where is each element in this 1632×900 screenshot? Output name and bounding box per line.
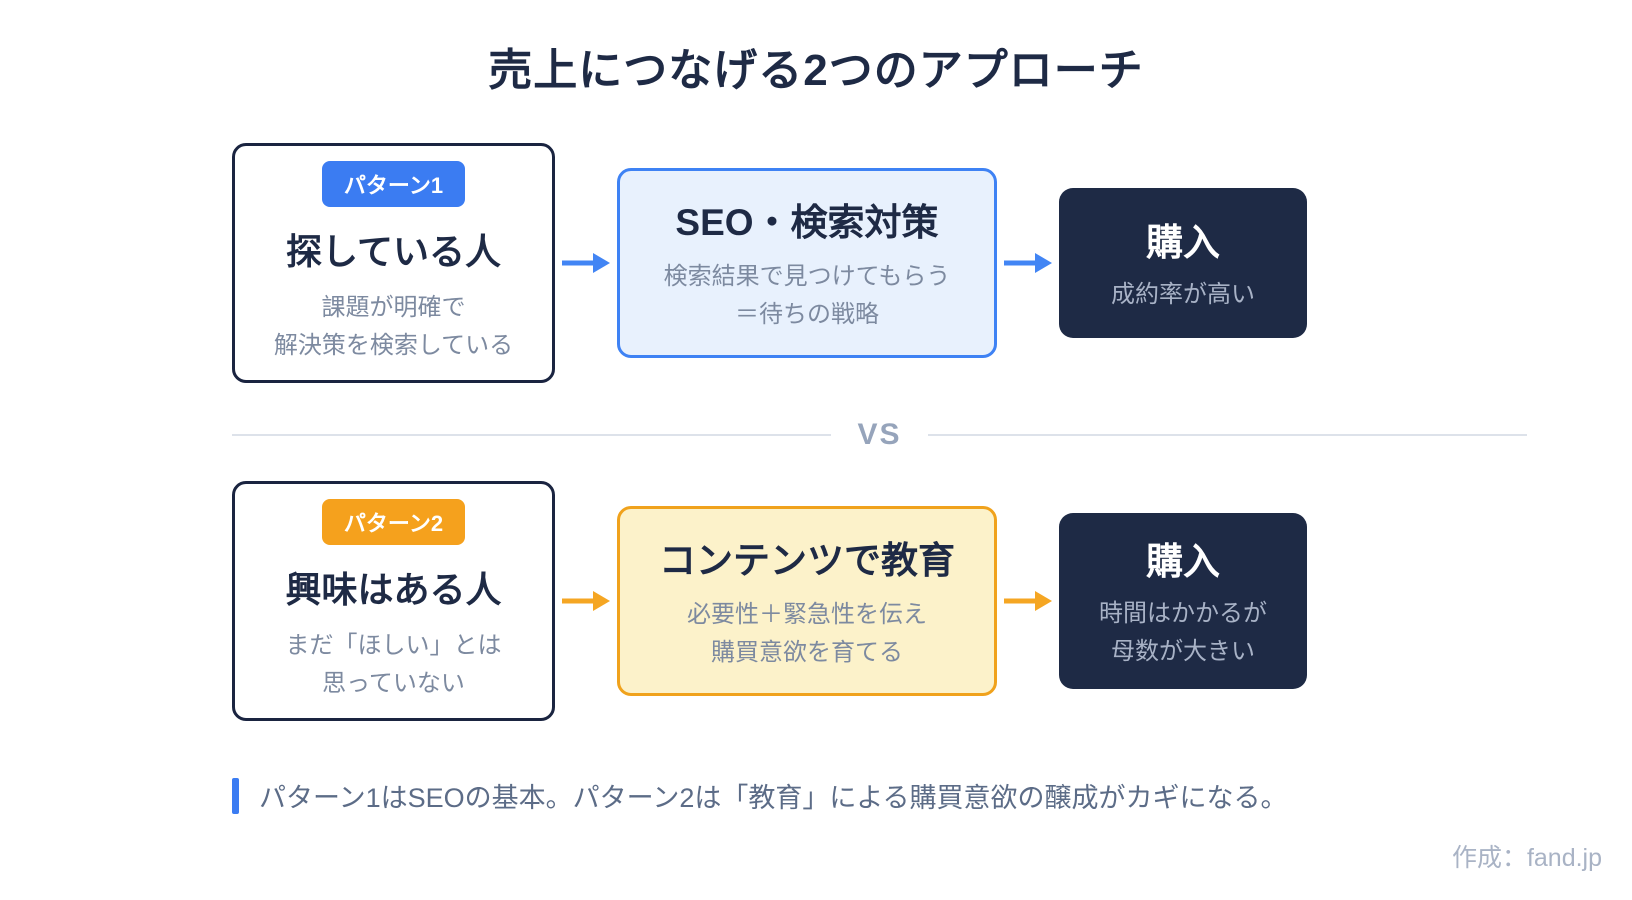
result-card-pattern1: 購入 成約率が高い: [1059, 188, 1307, 338]
pattern1-badge: パターン1: [321, 161, 466, 208]
result-subtitle-line: 時間はかかるが: [1099, 600, 1267, 628]
result-subtitle-line: 母数が大きい: [1111, 638, 1255, 665]
method-subtitle: 検索結果で見つけてもらう ＝待ちの戦略: [664, 258, 951, 334]
note-text: パターン1はSEOの基本。パターン2は「教育」による購買意欲の醸成がカギになる。: [259, 783, 1288, 813]
result-subtitle: 成約率が高い: [1111, 276, 1255, 314]
note: パターン1はSEOの基本。パターン2は「教育」による購買意欲の醸成がカギになる。: [232, 776, 1288, 815]
audience-subtitle: まだ「ほしい」とは 思っていない: [286, 627, 502, 703]
method-subtitle: 必要性＋緊急性を伝え 購買意欲を育てる: [687, 596, 927, 672]
method-title: SEO・検索対策: [675, 202, 939, 244]
arrow-right-icon: [555, 249, 617, 277]
audience-subtitle: 課題が明確で 解決策を検索している: [274, 289, 513, 365]
divider-line: [232, 434, 832, 436]
note-accent-bar: [232, 777, 239, 814]
arrow-right-icon: [555, 587, 617, 615]
arrow-right-icon: [997, 587, 1059, 615]
audience-subtitle-line: 解決策を検索している: [273, 332, 514, 359]
audience-subtitle-line: まだ「ほしい」とは: [285, 632, 502, 660]
method-title: コンテンツで教育: [659, 540, 955, 582]
arrow-right-icon: [997, 249, 1059, 277]
result-subtitle-line: 成約率が高い: [1111, 281, 1255, 309]
method-subtitle-line: 必要性＋緊急性を伝え: [687, 601, 927, 629]
audience-title: 興味はある人: [285, 569, 502, 611]
result-subtitle: 時間はかかるが 母数が大きい: [1099, 595, 1267, 671]
result-card-pattern2: 購入 時間はかかるが 母数が大きい: [1059, 513, 1307, 689]
result-title: 購入: [1146, 541, 1220, 583]
audience-subtitle-line: 課題が明確で: [321, 294, 466, 322]
method-subtitle-line: 購買意欲を育てる: [711, 639, 903, 666]
page-title: 売上につなげる2つのアプローチ: [488, 46, 1144, 95]
result-title: 購入: [1146, 222, 1220, 264]
divider-line: [927, 434, 1527, 436]
audience-subtitle-line: 思っていない: [322, 670, 465, 697]
method-subtitle-line: 検索結果で見つけてもらう: [663, 263, 951, 291]
method-subtitle-line: ＝待ちの戦略: [735, 301, 879, 328]
vs-divider: VS: [232, 418, 1527, 452]
vs-label: VS: [857, 418, 902, 451]
pattern2-badge: パターン2: [321, 499, 466, 546]
audience-title: 探している人: [286, 231, 501, 273]
credit-text: 作成：fand.jp: [1451, 844, 1602, 872]
audience-card-pattern1: パターン1 探している人 課題が明確で 解決策を検索している: [232, 143, 555, 383]
audience-card-pattern2: パターン2 興味はある人 まだ「ほしい」とは 思っていない: [232, 481, 555, 721]
method-card-content: コンテンツで教育 必要性＋緊急性を伝え 購買意欲を育てる: [617, 506, 997, 696]
flow-row-pattern2: パターン2 興味はある人 まだ「ほしい」とは 思っていない コンテンツで教育 必…: [232, 481, 1307, 721]
method-card-seo: SEO・検索対策 検索結果で見つけてもらう ＝待ちの戦略: [617, 168, 997, 358]
flow-row-pattern1: パターン1 探している人 課題が明確で 解決策を検索している SEO・検索対策 …: [232, 143, 1307, 383]
